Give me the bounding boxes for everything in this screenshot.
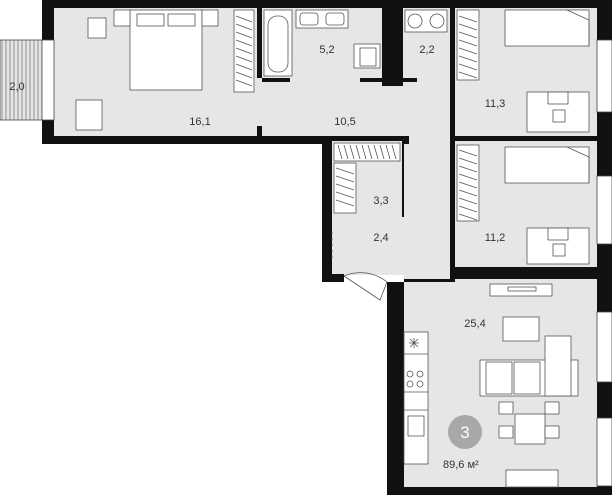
floors	[0, 8, 597, 487]
area-entry: 2,4	[373, 232, 388, 244]
floor-hall-vertical	[404, 136, 450, 282]
area-bathroom: 5,2	[319, 44, 334, 56]
bedroom-main-furniture	[75, 9, 255, 131]
kitchen-living-furniture	[403, 283, 579, 488]
room-count-badge	[448, 415, 482, 449]
area-toilet: 2,2	[419, 44, 434, 56]
floor-entry	[332, 217, 404, 275]
area-labels: 16,1 5,2 2,2 11,3 10,5 3,3 2,4 11,2 25,4…	[9, 44, 505, 330]
desk-chair	[87, 17, 107, 39]
wardrobe-east	[456, 144, 480, 222]
armchair	[75, 99, 103, 131]
sideboard	[505, 469, 559, 488]
area-corridor: 10,5	[334, 116, 355, 128]
windows	[41, 39, 612, 487]
closet-fixtures	[331, 142, 401, 262]
window-east-bedroom	[596, 175, 612, 245]
window-balcony	[41, 39, 55, 121]
area-bedroom-north: 11,3	[485, 98, 506, 110]
total-area: 89,6 м²	[443, 459, 479, 471]
coffee-table	[502, 316, 540, 342]
bedroom-east-furniture	[456, 144, 590, 265]
summary: 3 89,6 м²	[443, 415, 482, 471]
area-balcony: 2,0	[9, 81, 24, 93]
walls	[42, 0, 612, 495]
kitchen-counter	[403, 331, 429, 465]
room-count: 3	[460, 423, 469, 442]
area-bedroom-east: 11,2	[485, 232, 506, 244]
window-kitchen-1	[596, 311, 612, 383]
wardrobe-closet-side	[333, 162, 357, 214]
area-closet: 3,3	[373, 195, 388, 207]
wardrobe-north	[456, 9, 480, 81]
balcony-hatch	[1, 40, 39, 120]
floor-balcony	[0, 39, 43, 121]
bed-single-east	[504, 146, 590, 184]
washer-dryer	[404, 9, 448, 33]
entry-door	[343, 272, 388, 301]
dining-table	[514, 413, 546, 445]
toilet-fixtures	[404, 9, 448, 33]
window-kitchen-2	[596, 417, 612, 487]
bathroom-fixtures	[263, 9, 381, 77]
window-north-bedroom-top	[596, 39, 612, 113]
bedroom-north-furniture	[456, 9, 590, 133]
area-kitchen-living: 25,4	[464, 318, 485, 330]
bed-single-north	[504, 9, 590, 47]
area-bedroom-main: 16,1	[189, 116, 210, 128]
